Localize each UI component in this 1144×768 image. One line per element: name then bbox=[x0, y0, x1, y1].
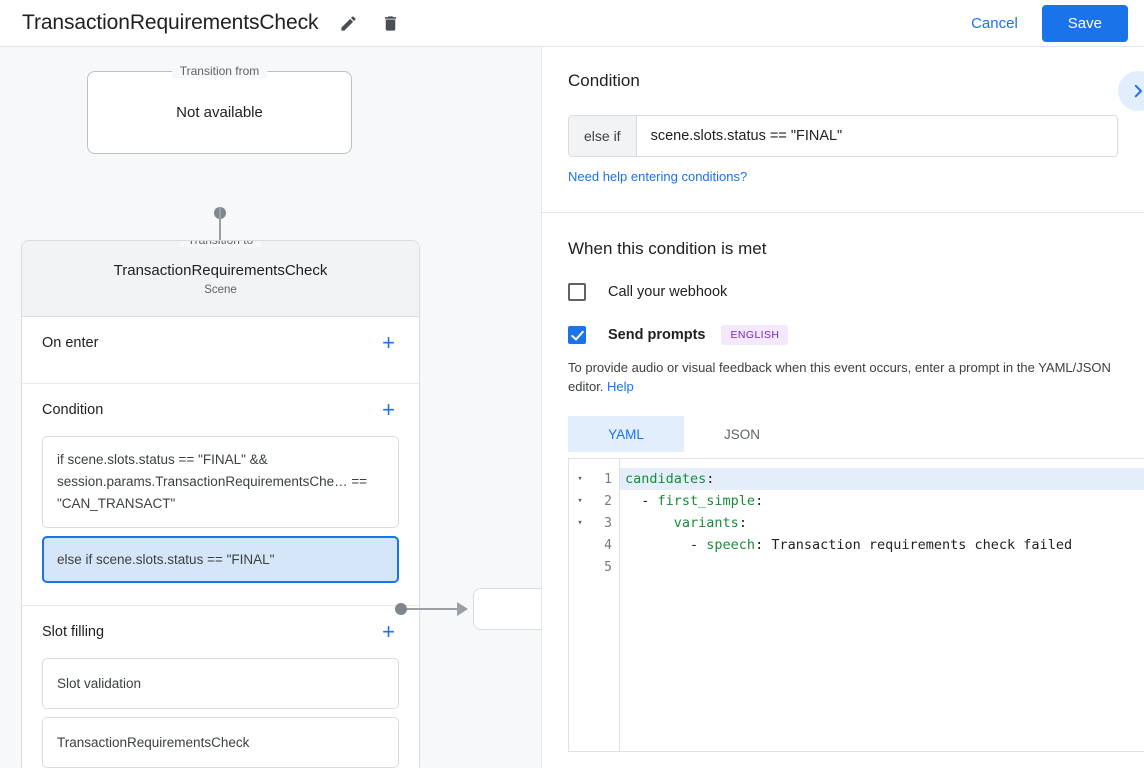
fold-triangle-icon[interactable]: ▾ bbox=[577, 496, 583, 507]
code-value: Transaction requirements check failed bbox=[763, 537, 1073, 554]
scene-header: TransactionRequirementsCheck Scene bbox=[22, 241, 419, 317]
language-badge: ENGLISH bbox=[721, 325, 789, 345]
transition-from-node[interactable]: Transition from Not available bbox=[87, 64, 352, 154]
call-webhook-checkbox[interactable] bbox=[568, 283, 586, 301]
code-line bbox=[620, 556, 1144, 578]
code-colon: : bbox=[738, 515, 747, 532]
slot-filling-item[interactable]: TransactionRequirementsCheck bbox=[42, 717, 399, 768]
code-key: speech bbox=[706, 537, 756, 554]
prompt-description: To provide audio or visual feedback when… bbox=[568, 358, 1118, 396]
add-condition-icon[interactable]: + bbox=[382, 397, 395, 422]
edge-arrow-right-icon bbox=[457, 602, 468, 616]
send-prompts-label: Send prompts bbox=[608, 327, 706, 343]
condition-prefix-chip: else if bbox=[569, 116, 637, 156]
editor-content[interactable]: candidates: - first_simple: variants: - … bbox=[620, 459, 1144, 751]
condition-input[interactable] bbox=[636, 116, 1117, 156]
condition-item-selected[interactable]: else if scene.slots.status == "FINAL" bbox=[42, 535, 399, 584]
line-number: 2 bbox=[604, 493, 612, 509]
prompt-help-link[interactable]: Help bbox=[607, 379, 634, 395]
fold-triangle-icon[interactable]: ▾ bbox=[577, 474, 583, 485]
scene-subtitle: Scene bbox=[204, 283, 237, 296]
code-colon: : bbox=[755, 493, 764, 510]
gutter-row: 4 bbox=[569, 534, 619, 556]
code-line: variants: bbox=[620, 512, 1144, 534]
section-slot-filling-head: Slot filling + bbox=[42, 606, 399, 658]
when-met-heading: When this condition is met bbox=[568, 239, 767, 258]
transition-from-legend: Transition from bbox=[171, 64, 268, 78]
transition-from-label: Not available bbox=[176, 104, 263, 121]
section-slot-filling: Slot filling + Slot validation Transacti… bbox=[22, 606, 419, 768]
scene-title: TransactionRequirementsCheck bbox=[113, 261, 328, 279]
code-editor[interactable]: ▾ 1 ▾ 2 ▾ 3 4 5 bbox=[568, 458, 1144, 753]
tab-json[interactable]: JSON bbox=[723, 426, 760, 442]
panel-condition-section: Condition else if Need help entering con… bbox=[542, 47, 1144, 213]
code-indent bbox=[625, 493, 641, 509]
edge-target-node[interactable] bbox=[473, 588, 541, 630]
panel-when-met-section: When this condition is met Call your web… bbox=[542, 213, 1144, 753]
condition-input-row[interactable]: else if bbox=[568, 115, 1118, 157]
section-condition-title: Condition bbox=[42, 402, 104, 418]
code-indent bbox=[625, 515, 674, 531]
code-key: candidates bbox=[625, 471, 707, 488]
code-key: first_simple bbox=[657, 493, 756, 510]
line-number: 4 bbox=[604, 537, 612, 553]
webhook-row[interactable]: Call your webhook bbox=[568, 283, 1118, 301]
transition-to-node[interactable]: Transition to TransactionRequirementsChe… bbox=[21, 240, 420, 768]
section-slot-filling-title: Slot filling bbox=[42, 624, 105, 641]
edge-condition-dot bbox=[395, 603, 407, 615]
gutter-row: ▾ 1 bbox=[569, 468, 619, 490]
gutter-row: ▾ 2 bbox=[569, 490, 619, 512]
code-colon: : bbox=[755, 537, 764, 554]
prompt-description-text: To provide audio or visual feedback when… bbox=[568, 360, 1111, 395]
page-title: TransactionRequirementsCheck bbox=[22, 11, 319, 34]
code-colon: : bbox=[706, 471, 715, 488]
code-dash: - bbox=[690, 537, 707, 554]
call-webhook-label: Call your webhook bbox=[608, 284, 728, 300]
code-key: variants bbox=[673, 515, 739, 532]
gutter-row: ▾ 3 bbox=[569, 512, 619, 534]
condition-help-link[interactable]: Need help entering conditions? bbox=[568, 169, 748, 184]
send-prompts-row[interactable]: Send prompts ENGLISH bbox=[568, 325, 1118, 345]
code-line: candidates: bbox=[620, 468, 1144, 491]
chevron-right-icon[interactable] bbox=[1118, 71, 1144, 111]
section-condition-head: Condition + bbox=[42, 384, 399, 436]
header-actions: Cancel Save bbox=[957, 0, 1128, 47]
transition-to-legend: Transition to bbox=[179, 241, 262, 247]
line-number: 3 bbox=[604, 515, 612, 531]
code-indent bbox=[625, 537, 690, 553]
add-on-enter-icon[interactable]: + bbox=[382, 330, 395, 355]
code-line: - speech: Transaction requirements check… bbox=[620, 534, 1144, 556]
details-panel: Condition else if Need help entering con… bbox=[541, 47, 1144, 768]
save-button[interactable]: Save bbox=[1041, 5, 1128, 42]
section-on-enter: On enter + bbox=[22, 317, 419, 384]
code-dash: - bbox=[641, 493, 658, 510]
send-prompts-checkbox[interactable] bbox=[568, 326, 586, 344]
edge-vertical-line bbox=[219, 207, 221, 269]
editor-tabs: YAML JSON bbox=[568, 416, 1118, 453]
transition-canvas[interactable]: Transition from Not available Transition… bbox=[0, 47, 541, 768]
tab-yaml[interactable]: YAML bbox=[568, 416, 684, 453]
app-header: TransactionRequirementsCheck Cancel Save bbox=[0, 0, 1144, 47]
section-on-enter-head: On enter + bbox=[42, 317, 399, 369]
slot-filling-item[interactable]: Slot validation bbox=[42, 658, 399, 710]
condition-heading: Condition bbox=[568, 71, 640, 90]
line-number: 5 bbox=[604, 559, 612, 575]
add-slot-filling-icon[interactable]: + bbox=[382, 619, 395, 645]
editor-gutter: ▾ 1 ▾ 2 ▾ 3 4 5 bbox=[569, 459, 620, 752]
condition-item[interactable]: if scene.slots.status == "FINAL" && sess… bbox=[42, 436, 399, 528]
cancel-button[interactable]: Cancel bbox=[957, 7, 1032, 40]
gutter-row: 5 bbox=[569, 556, 619, 578]
code-line: - first_simple: bbox=[620, 490, 1144, 512]
fold-triangle-icon[interactable]: ▾ bbox=[577, 518, 583, 529]
edge-horizontal-line bbox=[404, 608, 460, 610]
line-number: 1 bbox=[604, 471, 612, 487]
section-condition: Condition + if scene.slots.status == "FI… bbox=[22, 384, 419, 607]
section-on-enter-title: On enter bbox=[42, 335, 99, 351]
pencil-icon[interactable] bbox=[336, 11, 360, 35]
trash-icon[interactable] bbox=[378, 11, 402, 35]
